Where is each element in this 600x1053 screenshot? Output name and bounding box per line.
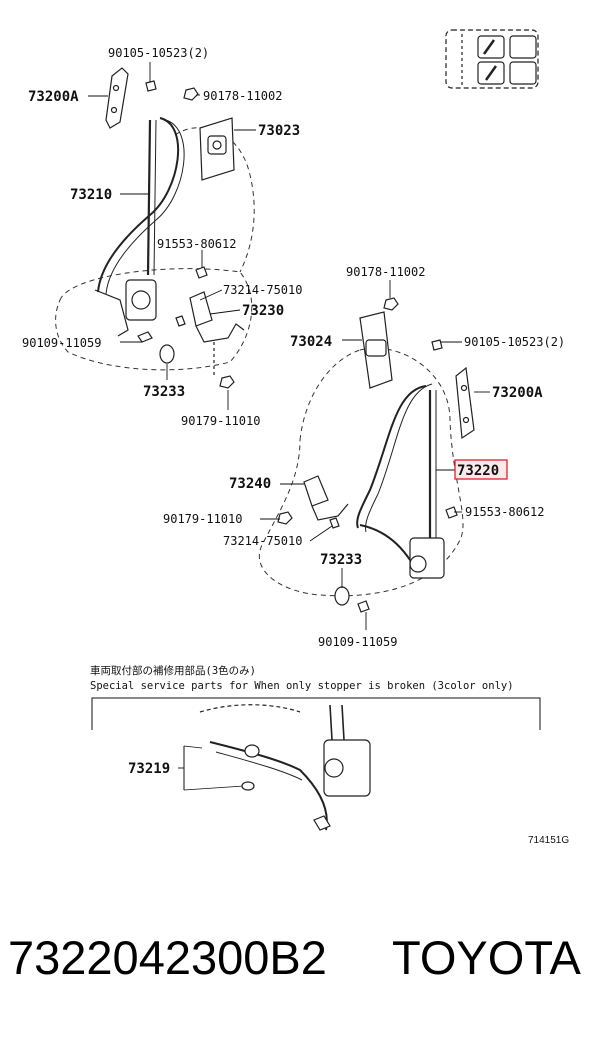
label-91553-80612-right: 91553-80612 [465,505,544,519]
callout-labels: 90105-10523(2) 73200A 90178-11002 73023 … [22,46,565,649]
label-73023: 73023 [258,123,300,139]
label-73210: 73210 [70,187,112,203]
stopper-detail [183,704,371,831]
label-90109-11059-mid: 90109-11059 [318,635,397,649]
vehicle-position-icon [445,29,539,89]
brand-name: TOYOTA [392,931,581,984]
label-90179-11010-left: 90179-11010 [181,414,260,428]
left-seat-belt-assembly [94,67,245,389]
label-73230: 73230 [242,303,284,319]
leader-lines [88,62,490,769]
note-english: Special service parts for When only stop… [90,680,514,692]
part-number: 7322042300B2 [8,931,327,984]
label-90109-11059-left: 90109-11059 [22,336,101,350]
note-japanese: 車両取付部の補修用部品(3色のみ) [90,664,256,677]
label-90179-11010-mid: 90179-11010 [163,512,242,526]
label-73220: 73220 [457,463,499,479]
right-seat-outline [258,347,464,597]
label-90105-10523-top: 90105-10523(2) [108,46,209,60]
label-73200a-right: 73200A [492,385,543,401]
label-91553-80612-left: 91553-80612 [157,237,236,251]
label-73219: 73219 [128,761,170,777]
label-73214-75010-top: 73214-75010 [223,283,302,297]
seat-belt-parts-diagram: 90105-10523(2) 73200A 90178-11002 73023 … [22,29,569,846]
part-footer: 7322042300B2 TOYOTA [0,930,600,1020]
diagram-code: 714151G [528,835,569,846]
label-90178-11002-top: 90178-11002 [203,89,282,103]
label-73214-75010-mid: 73214-75010 [223,534,302,548]
label-73233-left: 73233 [143,384,185,400]
label-90105-10523-right: 90105-10523(2) [464,335,565,349]
label-90178-11002-right: 90178-11002 [346,265,425,279]
label-73240: 73240 [229,476,271,492]
label-73233-mid: 73233 [320,552,362,568]
label-73024: 73024 [290,334,332,350]
highlight-box-73220 [454,459,508,480]
service-parts-note: 車両取付部の補修用部品(3色のみ) Special service parts … [90,664,541,730]
right-seat-belt-assembly [277,297,475,613]
label-73200a-left: 73200A [28,89,79,105]
